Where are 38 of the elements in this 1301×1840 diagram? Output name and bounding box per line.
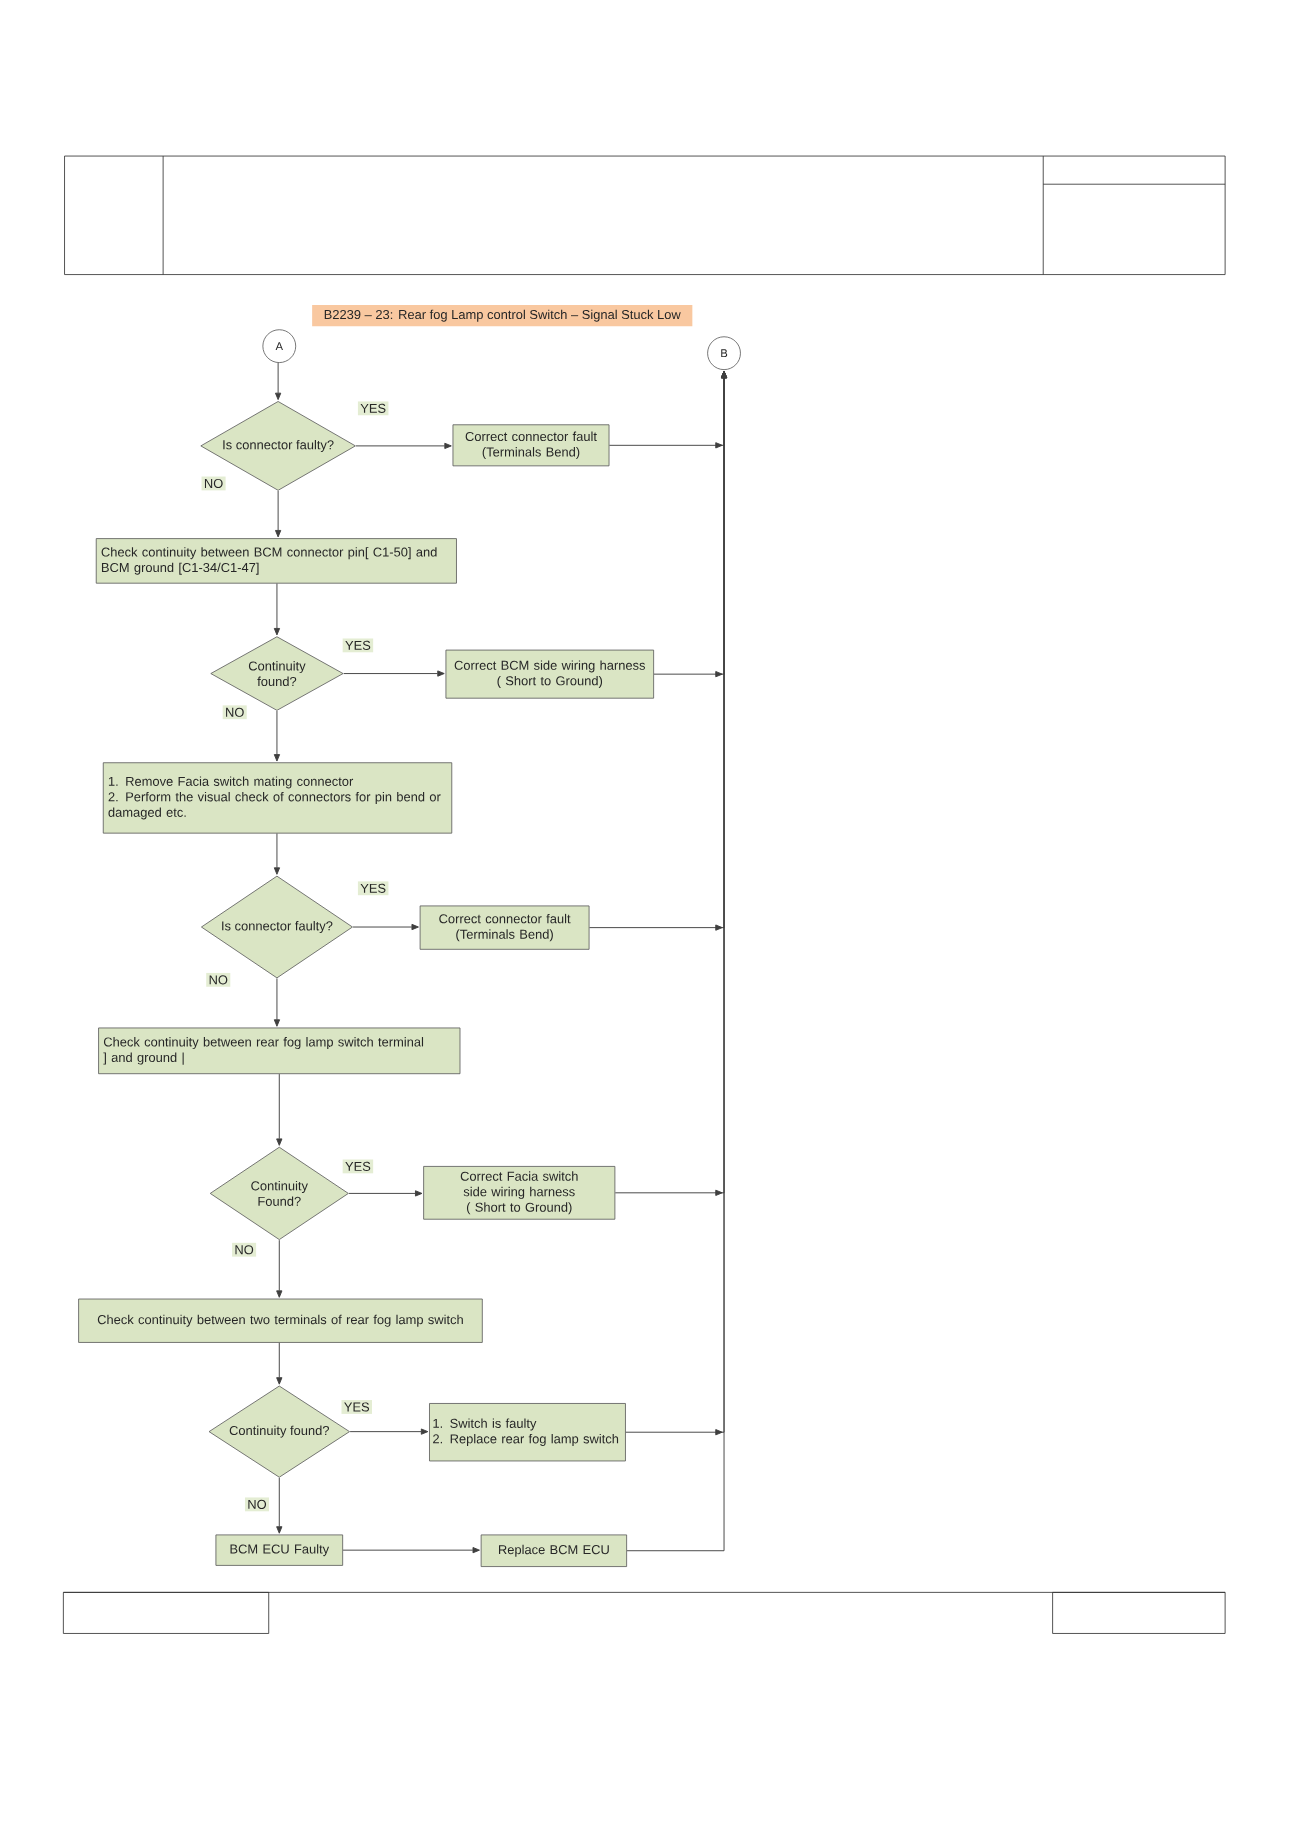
arrow xyxy=(274,490,282,538)
process-box: BCM ECU Faulty xyxy=(215,1534,343,1566)
process-box: Correct BCM side wiring harness ( Short to Ground) xyxy=(445,649,654,699)
arrow xyxy=(343,670,445,677)
arrow xyxy=(273,710,280,762)
process-box: Correct connector fault (Terminals Bend) xyxy=(419,905,590,950)
arrow xyxy=(273,583,280,636)
process-box: Correct Facia switch side wiring harness ( Short to Ground) xyxy=(423,1166,616,1220)
arrow xyxy=(275,1239,283,1298)
edge-label: YES xyxy=(357,881,389,896)
arrow xyxy=(349,1428,429,1435)
process-box: 1. Switch is faulty 2. Replace rear fog lamp switch xyxy=(428,1403,626,1462)
process-box: Replace BCM ECU xyxy=(480,1534,627,1567)
process-box: Check continuity between rear fog lamp switch terminal ] and ground | xyxy=(98,1027,461,1075)
arrow xyxy=(275,1073,283,1146)
edge-label: NO xyxy=(222,705,247,720)
arrow xyxy=(355,442,452,450)
edge-label: YES xyxy=(341,1400,372,1414)
edge-label: YES xyxy=(357,401,389,416)
edge-label: NO xyxy=(201,476,226,491)
edge-label: YES xyxy=(342,1159,373,1174)
arrow xyxy=(273,978,280,1027)
arrow xyxy=(275,1342,283,1385)
process-box: Check continuity between BCM connector pin[ C1-50] and BCM ground [C1-34/C1-47] xyxy=(95,538,457,584)
edge-label: YES xyxy=(342,638,373,653)
arrow xyxy=(273,833,280,875)
arrow xyxy=(352,923,419,931)
edge-label: NO xyxy=(206,972,231,987)
arrow xyxy=(275,1477,283,1534)
title-banner: B2239 – 23: Rear fog Lamp control Switch – Signal Stuck Low xyxy=(311,305,693,327)
edge-label: NO xyxy=(244,1497,269,1512)
edge-label: NO xyxy=(231,1242,256,1257)
process-box: Check continuity between two terminals of rear fog lamp switch xyxy=(78,1298,483,1343)
process-box: Correct connector fault (Terminals Bend) xyxy=(452,424,610,467)
arrow xyxy=(274,362,282,401)
process-box: 1. Remove Facia switch mating connector 2. Perform the visual check of connectors for pin bend or damaged etc. xyxy=(102,762,452,834)
arrow xyxy=(342,1547,480,1554)
arrow xyxy=(348,1190,423,1197)
